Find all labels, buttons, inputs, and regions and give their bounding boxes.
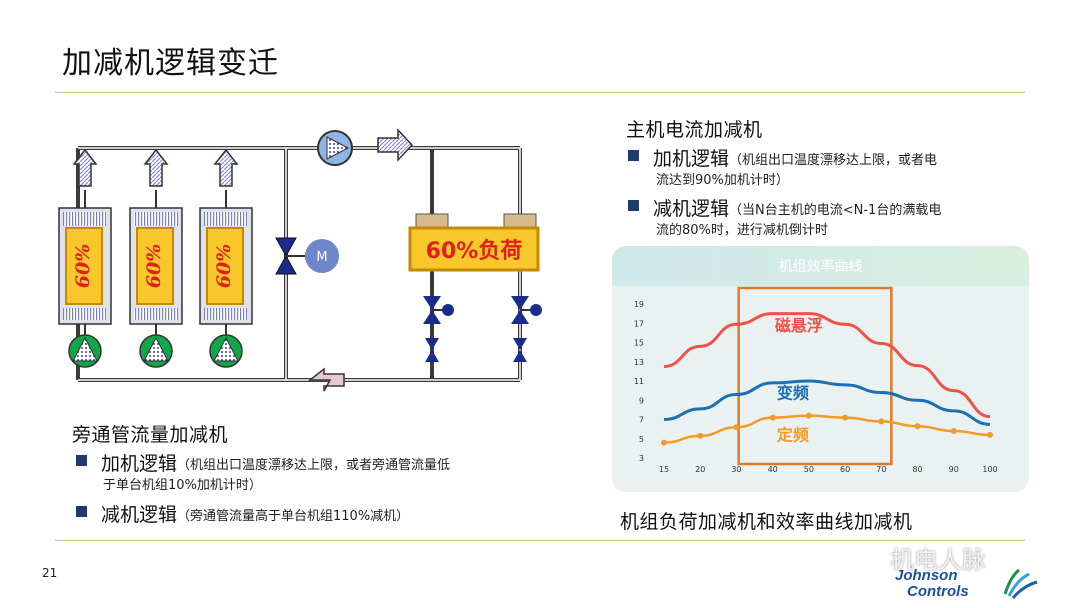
watermark: 机电人脉 xyxy=(890,546,986,574)
chart-title: 机组效率曲线 xyxy=(778,259,863,275)
chart-header xyxy=(612,246,1029,286)
slide-title: 加减机逻辑变迁 xyxy=(62,46,279,81)
chiller-2: 60% xyxy=(129,148,183,368)
current-bullet-remove-title: 减机逻辑 xyxy=(653,198,730,220)
x-tick-label: 60 xyxy=(840,465,850,474)
bypass-bullet-add-desc: （机组出口温度漂移达上限，或者旁通管流量低 xyxy=(177,458,451,473)
bypass-bullet-add-desc2: 于单台机组10%加机计时） xyxy=(103,478,262,493)
y-tick-label: 7 xyxy=(639,416,644,425)
page-number: 21 xyxy=(42,566,58,580)
up-arrow-icon xyxy=(143,148,169,187)
logo-line1: Johnson xyxy=(895,567,958,584)
chiller-1-load: 60% xyxy=(72,244,94,289)
footer-divider xyxy=(55,540,1025,541)
up-arrow-icon xyxy=(213,148,239,187)
series-label-0: 磁悬浮 xyxy=(775,316,823,335)
current-bullet-add-title: 加机逻辑 xyxy=(653,148,730,170)
series-line-1 xyxy=(663,379,991,426)
return-flow-arrow-icon xyxy=(307,367,345,392)
current-bullet-remove-desc2: 流的80%时，进行减机倒计时 xyxy=(656,223,828,238)
y-tick-label: 5 xyxy=(639,435,644,444)
series-point xyxy=(987,431,993,438)
series-point xyxy=(697,432,704,439)
chart-caption: 机组负荷加减机和效率曲线加减机 xyxy=(620,511,913,533)
series-point xyxy=(769,414,776,421)
secondary-pump xyxy=(317,130,353,166)
chiller-3-load: 60% xyxy=(213,244,235,289)
bypass-bullet-add-title: 加机逻辑 xyxy=(101,453,178,475)
load-unit-2 xyxy=(503,213,542,362)
title-divider xyxy=(55,92,1025,93)
highlight-box xyxy=(737,286,893,466)
valve-motor-label: M xyxy=(316,250,327,265)
y-tick-label: 13 xyxy=(634,358,644,367)
x-tick-label: 80 xyxy=(912,465,922,474)
load-unit-1 xyxy=(415,213,454,362)
y-tick-label: 17 xyxy=(634,319,644,328)
y-tick-label: 15 xyxy=(634,339,644,348)
series-point xyxy=(842,414,849,421)
bypass-bullet-remove: 减机逻辑 （旁通管流量高于单台机组110%减机） xyxy=(76,500,409,527)
series-point xyxy=(878,418,885,425)
x-tick-label: 30 xyxy=(731,465,741,474)
current-bullet-add: 加机逻辑 （机组出口温度漂移达上限，或者电 xyxy=(628,144,937,171)
heat-exchanger-box xyxy=(408,226,540,272)
bypass-bullet-remove-title: 减机逻辑 xyxy=(101,504,178,526)
series-point xyxy=(950,428,957,435)
up-arrow-icon xyxy=(72,148,98,187)
current-section-heading: 主机电流加减机 xyxy=(626,119,763,141)
y-tick-label: 19 xyxy=(634,300,644,309)
current-bullet-remove-desc: （当N台主机的电流<N-1台的满载电 xyxy=(729,203,942,218)
series-point xyxy=(661,439,667,446)
current-bullet-add-desc2: 流达到90%加机计时） xyxy=(656,173,789,188)
current-bullet-remove: 减机逻辑 （当N台主机的电流<N-1台的满载电 xyxy=(628,194,941,221)
chiller-2-load: 60% xyxy=(143,244,165,289)
x-tick-label: 70 xyxy=(876,465,886,474)
series-point xyxy=(914,423,921,430)
current-bullet-add-desc: （机组出口温度漂移达上限，或者电 xyxy=(729,153,938,168)
bypass-valve: M xyxy=(275,237,339,275)
x-tick-label: 40 xyxy=(768,465,778,474)
chiller-3: 60% xyxy=(199,148,253,368)
x-tick-label: 90 xyxy=(949,465,959,474)
x-tick-label: 50 xyxy=(804,465,814,474)
x-tick-label: 15 xyxy=(659,465,669,474)
series-line-0 xyxy=(663,312,991,419)
heat-exchanger-label: 60%负荷 xyxy=(426,239,523,264)
bypass-section-heading: 旁通管流量加减机 xyxy=(72,424,229,446)
johnson-controls-logo: Johnson Controls xyxy=(895,567,1038,600)
x-tick-label: 20 xyxy=(695,465,705,474)
series-label-2: 定频 xyxy=(776,426,809,445)
efficiency-chart-panel: 机组效率曲线 3 5 7 9 11 13 15 17 19 15 20 30 40 50 60 70 80 90 1… xyxy=(612,246,1029,492)
bypass-bullet-add: 加机逻辑 （机组出口温度漂移达上限，或者旁通管流量低 xyxy=(76,449,450,476)
efficiency-chart: 3 5 7 9 11 13 15 17 19 15 20 30 40 50 60 70 80 90 100 磁悬浮变频… xyxy=(634,286,998,474)
logo-line2: Controls xyxy=(907,583,969,600)
y-tick-label: 11 xyxy=(634,377,644,386)
x-tick-label: 100 xyxy=(982,465,997,474)
logo-leaf-icon xyxy=(1003,568,1038,599)
chiller-system-diagram: 60% 60% 60% M xyxy=(58,128,542,392)
series-point xyxy=(805,412,812,419)
series-point xyxy=(733,424,740,431)
motor-icon xyxy=(305,239,339,273)
bypass-bullet-remove-desc: （旁通管流量高于单台机组110%减机） xyxy=(177,509,410,524)
flow-arrow-icon xyxy=(377,128,414,162)
series-line-2 xyxy=(663,414,991,444)
series-label-1: 变频 xyxy=(777,383,809,402)
chiller-1: 60% xyxy=(58,148,112,368)
y-tick-label: 3 xyxy=(639,454,644,463)
y-tick-label: 9 xyxy=(639,396,644,405)
